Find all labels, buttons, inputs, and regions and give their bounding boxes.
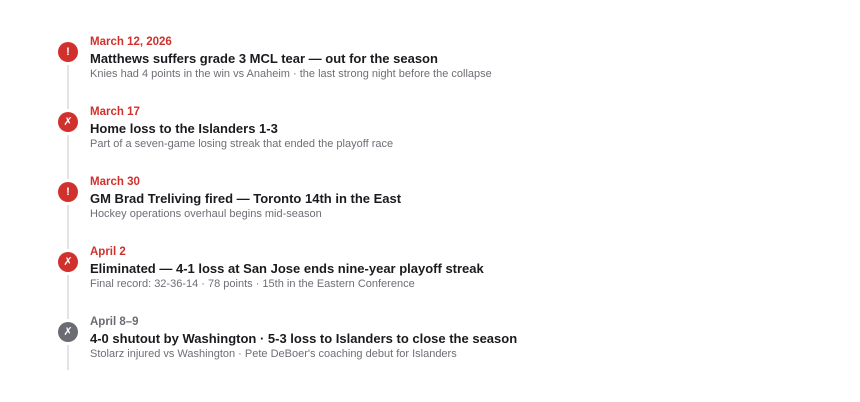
event-date: April 2 — [90, 246, 126, 258]
cross-icon: ✗ — [58, 252, 78, 272]
event-detail: Final record: 32-36-14 · 78 points · 15t… — [90, 278, 415, 290]
event-date: March 17 — [90, 106, 140, 118]
event-headline: Home loss to the Islanders 1-3 — [90, 121, 278, 136]
event-detail: Part of a seven-game losing streak that … — [90, 138, 394, 150]
event-headline: Matthews suffers grade 3 MCL tear — out … — [90, 51, 438, 66]
exclamation-icon: ! — [58, 42, 78, 62]
event-date: March 12, 2026 — [90, 36, 172, 48]
event-date: April 8–9 — [90, 316, 139, 328]
timeline-event: ✗ April 8–9 4-0 shutout by Washington · … — [0, 315, 860, 375]
timeline-event: ✗ March 17 Home loss to the Islanders 1-… — [0, 105, 860, 165]
event-headline: 4-0 shutout by Washington · 5-3 loss to … — [90, 331, 518, 346]
event-detail: Knies had 4 points in the win vs Anaheim… — [90, 68, 492, 80]
event-detail: Hockey operations overhaul begins mid-se… — [90, 208, 322, 220]
timeline-event: ! March 30 GM Brad Treliving fired — Tor… — [0, 175, 860, 235]
timeline-event: ✗ April 2 Eliminated — 4-1 loss at San J… — [0, 245, 860, 305]
cross-icon: ✗ — [58, 112, 78, 132]
event-date: March 30 — [90, 176, 140, 188]
event-detail: Stolarz injured vs Washington · Pete DeB… — [90, 348, 457, 360]
event-headline: GM Brad Treliving fired — Toronto 14th i… — [90, 191, 402, 206]
cross-icon: ✗ — [58, 322, 78, 342]
event-headline: Eliminated — 4-1 loss at San Jose ends n… — [90, 261, 484, 276]
timeline-event: ! March 12, 2026 Matthews suffers grade … — [0, 35, 860, 95]
exclamation-icon: ! — [58, 182, 78, 202]
timeline-rail — [67, 40, 69, 370]
